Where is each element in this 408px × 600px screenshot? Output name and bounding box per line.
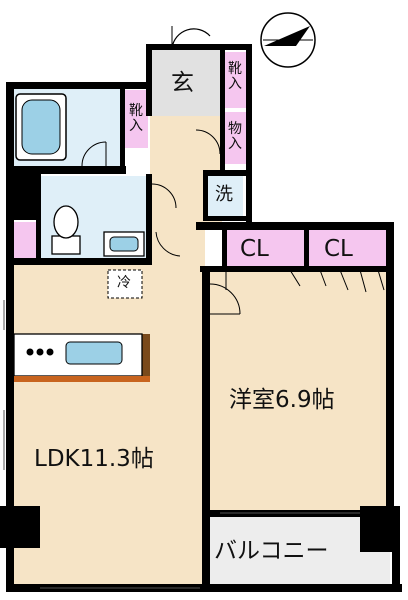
shoe-storage-2-fill <box>124 90 148 148</box>
fridge-label: 冷 <box>117 275 131 291</box>
washer-fill <box>207 176 243 216</box>
hall-strip-floor <box>150 230 205 270</box>
closet-2-fill <box>309 230 387 268</box>
storage-fill <box>224 112 246 164</box>
balcony-floor <box>208 517 390 585</box>
stove-icon <box>26 348 54 356</box>
western-room-floor <box>208 268 390 512</box>
toilet-icon <box>51 205 81 255</box>
western-room-label: 洋室6.9帖 <box>229 387 335 413</box>
door-swing-icon <box>81 141 107 167</box>
closet-2-label: CL <box>324 236 353 262</box>
ldk-label: LDK11.3帖 <box>34 446 154 472</box>
entrance-label: 玄 <box>171 70 194 96</box>
compass-icon <box>260 12 316 68</box>
bathtub-icon <box>15 93 67 161</box>
fridge-outline <box>107 269 143 299</box>
sink-icon <box>65 341 123 365</box>
door-swing-icon <box>151 129 241 315</box>
balcony-label: バルコニー <box>214 538 329 564</box>
storage-label: 物入 <box>228 121 242 152</box>
shoe-storage-2-label: 靴入 <box>129 103 143 134</box>
washbasin-icon <box>103 231 145 257</box>
entrance-floor <box>150 48 222 116</box>
closet-doors <box>225 269 385 293</box>
closet-1-fill <box>226 230 304 268</box>
washer-label: 洗 <box>215 184 233 205</box>
walls <box>0 44 402 592</box>
shoe-storage-1-fill <box>224 52 246 108</box>
windows <box>3 300 360 589</box>
ldk-floor <box>12 265 202 585</box>
closet-1-label: CL <box>240 236 269 262</box>
small-storage-fill <box>14 222 38 260</box>
shoe-storage-1-label: 靴入 <box>228 61 242 92</box>
